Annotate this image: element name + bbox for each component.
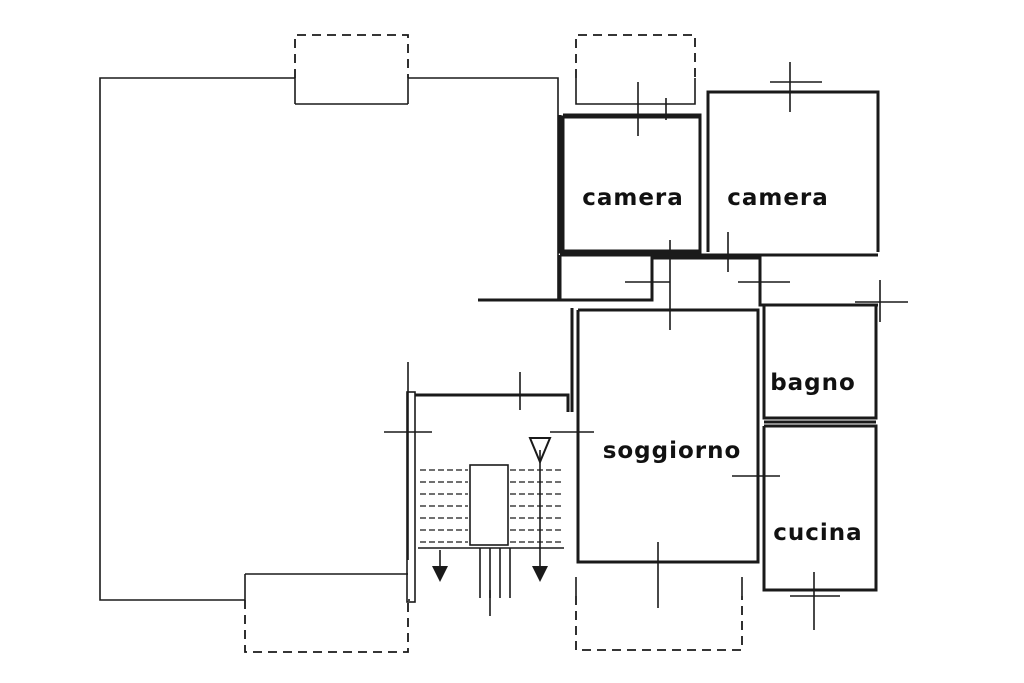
stair-treads-right [510, 469, 562, 543]
corridor-walls [558, 255, 878, 307]
balcony-top-right [575, 34, 696, 78]
room-label-soggiorno: soggiorno [603, 438, 742, 464]
room-label-camera-right: camera [727, 185, 829, 211]
stairwell-walls [415, 393, 570, 412]
stairwell-inner [406, 391, 416, 603]
cucina-walls [762, 424, 878, 592]
room-label-cucina: cucina [773, 520, 862, 546]
stair-arrow-right-head [532, 566, 548, 582]
outer-wall [558, 113, 702, 254]
terrace-outline [99, 77, 295, 601]
stair-treads-left [420, 469, 468, 543]
terrace-top-edge [408, 77, 559, 300]
balcony-bottom-right [575, 596, 743, 651]
room-label-bagno: bagno [770, 370, 856, 396]
balcony-top-left [294, 34, 409, 78]
soggiorno-walls [576, 308, 760, 564]
stair-arrow-left-head [432, 566, 448, 582]
stair-start-mark [528, 437, 552, 465]
camera-left-walls [561, 115, 702, 253]
stair-core [469, 464, 509, 546]
balcony-bottom-left [244, 600, 409, 653]
room-label-camera-left: camera [582, 185, 684, 211]
bagno-walls [762, 305, 878, 420]
balcony-top-right-solid [575, 78, 696, 105]
camera-right-walls [706, 90, 880, 252]
opening-ticks [384, 62, 908, 630]
